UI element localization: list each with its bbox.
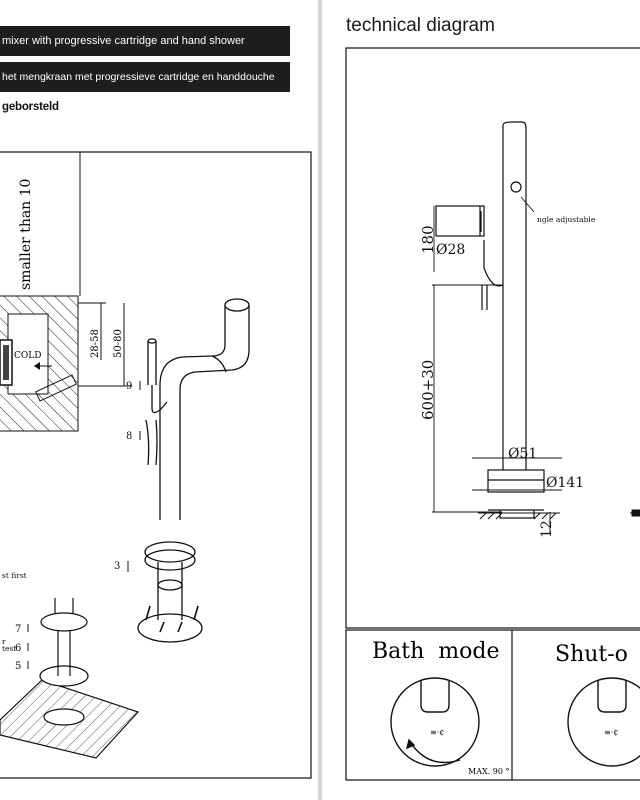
wall-section [0, 295, 79, 432]
page-gutter [318, 0, 322, 800]
note-r: r [2, 637, 6, 646]
bath-mode-label: Bath mode [372, 639, 500, 664]
arrow-markers [27, 381, 141, 669]
modes-frame [345, 629, 640, 781]
dim-dia-141: Ø141 [546, 475, 584, 491]
shut-off-label: Shut-o [555, 642, 628, 667]
left-page: mixer with progressive cartridge and han… [0, 0, 318, 800]
dimension-lines [432, 196, 562, 534]
title-english: mixer with progressive cartridge and han… [0, 26, 290, 56]
step-6: 6 [15, 643, 21, 654]
step-5: 5 [15, 661, 21, 672]
dim-angle: ngle adjustable [537, 215, 596, 224]
technical-diagram: 180 Ø28 ngle adjustable 600+30 Ø51 Ø141 … [345, 47, 640, 781]
dim-dia-51: Ø51 [508, 446, 537, 462]
dim-50-80: 50-80 [113, 329, 124, 358]
dim-dia-28: Ø28 [436, 242, 465, 258]
floor-line [478, 509, 640, 520]
installation-diagram: smaller than 10 28-58 50-80 COLD 9 8 [0, 151, 312, 779]
cold-label: COLD [14, 351, 41, 361]
mixer-column [435, 121, 545, 519]
step-7: 7 [15, 624, 21, 635]
step-9: 9 [126, 381, 132, 392]
install-frame [0, 151, 312, 779]
step-8: 8 [126, 431, 132, 442]
dimension-labels: 180 Ø28 ngle adjustable 600+30 Ø51 Ø141 … [419, 215, 596, 538]
step-3: 3 [114, 561, 120, 572]
finish-label: geborsteld [2, 101, 59, 113]
dim-28-58: 28-58 [90, 329, 101, 358]
dim-12: 12 [539, 520, 555, 538]
step-markers: 9 8 3 7 6 5 st first r test [2, 381, 132, 672]
right-page [322, 0, 640, 800]
title-dutch: het mengkraan met progressieve cartridge… [0, 62, 290, 92]
note-test: test [2, 644, 16, 653]
bath-dial-marker: ≡·¢ [430, 728, 444, 737]
mixer-illustration [137, 298, 250, 643]
dim-600: 600+30 [419, 360, 437, 420]
diagram-frame [345, 47, 640, 629]
shut-dial-marker: ≡·¢ [604, 728, 618, 737]
bath-mode-dial: ≡·¢ [390, 677, 480, 767]
dim-smaller-than-10: smaller than 10 [18, 179, 34, 290]
shut-off-dial: ≡·¢ [567, 677, 640, 767]
base-installation [0, 598, 140, 759]
dim-180: 180 [419, 225, 437, 254]
section-title: technical diagram [346, 15, 495, 36]
note-first: st first [2, 571, 27, 580]
max-90-label: MAX. 90 ° [468, 767, 509, 776]
